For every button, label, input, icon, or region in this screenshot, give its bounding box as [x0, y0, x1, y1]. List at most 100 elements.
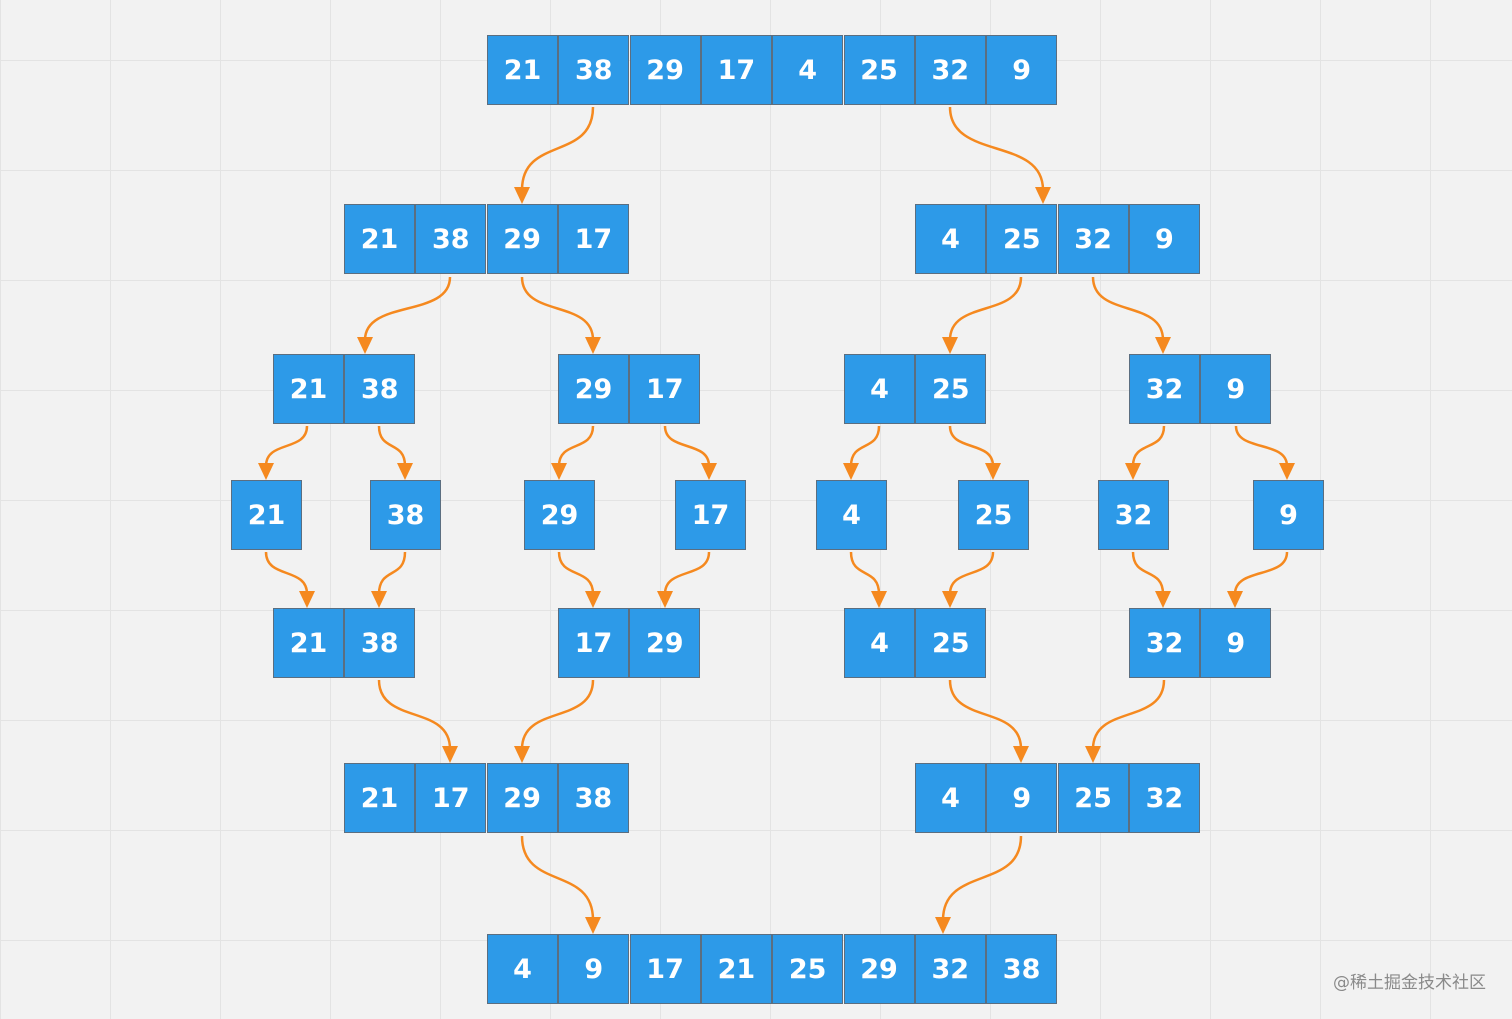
array-cell: 32: [1129, 608, 1200, 678]
flow-arrow: [948, 551, 995, 595]
arrow-head: [1013, 746, 1029, 763]
arrow-head: [258, 463, 274, 480]
array-cell: 4: [844, 354, 915, 424]
array-cell: 17: [700, 35, 772, 105]
arrow-head: [985, 463, 1001, 480]
array-cell: 17: [415, 763, 487, 833]
arrow-head: [357, 337, 373, 354]
array-cell: 32: [914, 934, 986, 1004]
flow-arrow: [1131, 425, 1166, 467]
flow-arrow: [1233, 551, 1289, 595]
arrow-head: [935, 917, 951, 934]
array-cell: 29: [629, 608, 701, 678]
array-cell: 38: [986, 934, 1058, 1004]
array-cell: 29: [486, 763, 558, 833]
flow-arrow: [557, 551, 595, 595]
flow-arrow: [948, 106, 1045, 191]
flow-arrow: [941, 835, 1023, 921]
flow-arrow: [849, 551, 881, 595]
array-cell: 38: [557, 763, 629, 833]
array-cell: 25: [986, 204, 1058, 274]
flow-arrow: [264, 551, 309, 595]
flow-arrow: [520, 679, 595, 750]
arrow-head: [1035, 187, 1051, 204]
array-cell: 21: [231, 480, 302, 550]
arrow-head: [397, 463, 413, 480]
array-cell: 9: [558, 934, 630, 1004]
arrow-head: [701, 463, 717, 480]
arrow-head: [551, 463, 567, 480]
array-cell: 32: [1128, 763, 1200, 833]
array-cell: 4: [772, 35, 844, 105]
arrow-head: [514, 746, 530, 763]
arrow-head: [1155, 591, 1171, 608]
flow-arrow: [1091, 276, 1165, 341]
flow-arrow: [377, 551, 407, 595]
arrow-head: [514, 187, 530, 204]
flow-arrow: [557, 425, 595, 467]
array-cell: 25: [915, 608, 987, 678]
array-cell: 17: [629, 354, 701, 424]
arrow-head: [585, 917, 601, 934]
array-cell: 38: [344, 354, 416, 424]
array-cell: 32: [914, 35, 986, 105]
array-cell: 17: [629, 934, 701, 1004]
array-cell: 25: [958, 480, 1029, 550]
array-cell: 29: [629, 35, 701, 105]
array-cell: 38: [370, 480, 441, 550]
array-cell: 29: [524, 480, 595, 550]
array-cell: 38: [415, 204, 487, 274]
flow-arrow: [377, 425, 407, 467]
array-cell: 25: [772, 934, 844, 1004]
array-cell: 32: [1057, 204, 1129, 274]
array-cell: 32: [1129, 354, 1200, 424]
array-cell: 17: [675, 480, 746, 550]
flow-arrow: [520, 276, 595, 341]
array-cell: 21: [344, 204, 415, 274]
array-cell: 9: [986, 35, 1058, 105]
arrow-head: [1155, 337, 1171, 354]
array-cell: 17: [557, 204, 629, 274]
arrow-head: [442, 746, 458, 763]
array-cell: 21: [344, 763, 415, 833]
flow-arrow: [520, 106, 595, 191]
array-cell: 25: [915, 354, 987, 424]
array-cell: 29: [843, 934, 915, 1004]
flow-arrow: [1131, 551, 1165, 595]
array-cell: 9: [1128, 204, 1200, 274]
flow-arrow: [663, 425, 711, 467]
arrow-head: [1227, 591, 1243, 608]
array-cell: 4: [816, 480, 887, 550]
array-cell: 21: [273, 354, 344, 424]
arrow-head: [585, 591, 601, 608]
arrow-head: [942, 591, 958, 608]
arrow-head: [1125, 463, 1141, 480]
array-cell: 9: [1200, 608, 1272, 678]
arrow-head: [1085, 746, 1101, 763]
flow-arrow: [948, 679, 1023, 750]
array-cell: 9: [1253, 480, 1324, 550]
array-cell: 21: [273, 608, 344, 678]
flow-arrow: [948, 425, 995, 467]
array-cell: 4: [844, 608, 915, 678]
flow-arrow: [363, 276, 452, 341]
array-cell: 17: [558, 608, 629, 678]
array-cell: 25: [843, 35, 915, 105]
array-cell: 38: [558, 35, 630, 105]
flow-arrow: [520, 835, 595, 921]
arrow-head: [299, 591, 315, 608]
arrow-head: [657, 591, 673, 608]
array-cell: 9: [986, 763, 1058, 833]
array-cell: 9: [1200, 354, 1272, 424]
watermark: @稀土掘金技术社区: [1333, 973, 1486, 993]
flow-arrow: [264, 425, 309, 467]
flow-arrow: [948, 276, 1023, 341]
array-cell: 38: [344, 608, 416, 678]
arrow-head: [1279, 463, 1295, 480]
flow-arrow: [663, 551, 711, 595]
array-cell: 29: [558, 354, 629, 424]
array-cell: 29: [486, 204, 558, 274]
arrow-head: [585, 337, 601, 354]
flow-arrow: [1234, 425, 1289, 467]
